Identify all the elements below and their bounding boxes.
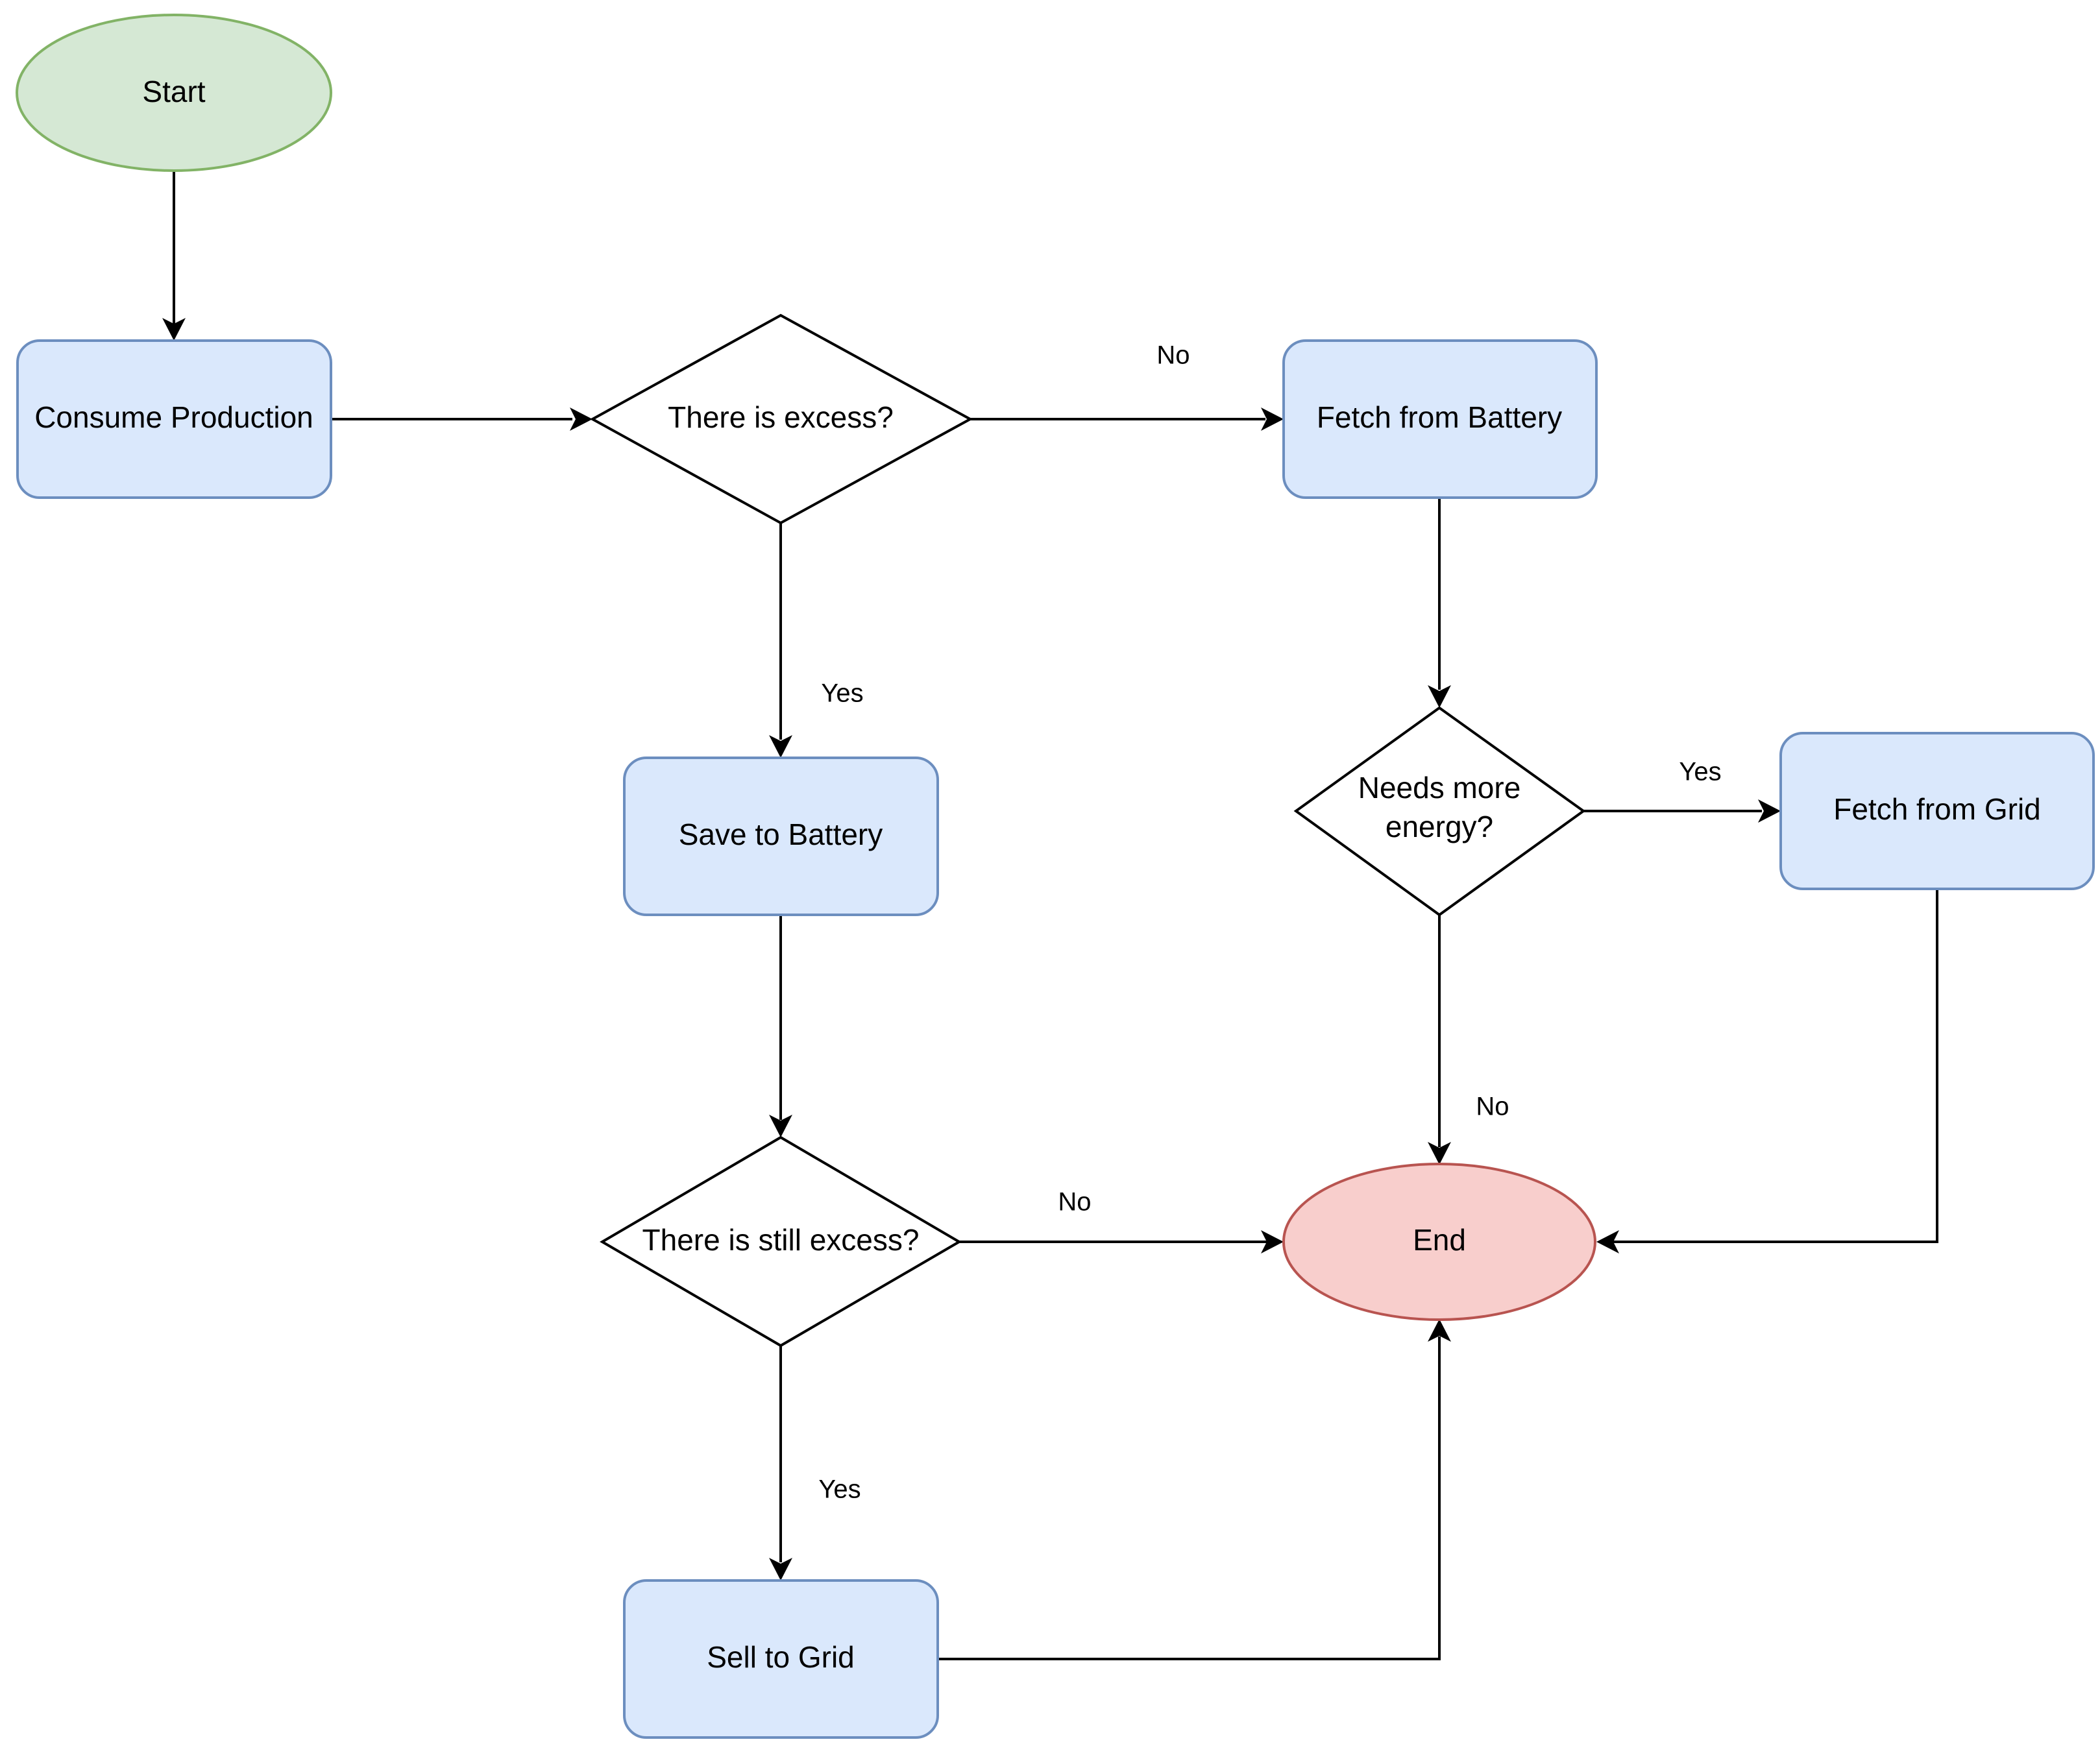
decision-needs-more-energy-label-line1: Needs more <box>1358 771 1521 805</box>
label-excess-no: No <box>1156 341 1190 370</box>
arrowhead-consume <box>162 318 186 341</box>
node-save-to-battery[interactable]: Save to Battery <box>623 757 939 916</box>
fetch-from-battery-label: Fetch from Battery <box>1317 400 1562 434</box>
label-still-yes: Yes <box>818 1475 861 1504</box>
edges <box>162 171 1938 1660</box>
label-excess-yes: Yes <box>821 679 863 708</box>
start-shape <box>16 14 332 172</box>
label-needs-yes: Yes <box>1679 758 1721 786</box>
decision-still-excess-shape <box>600 1135 962 1348</box>
end-shape <box>1282 1163 1596 1321</box>
fetch-from-battery-shape <box>1282 339 1598 499</box>
decision-needs-more-energy-shape <box>1293 706 1586 917</box>
node-start[interactable]: Start <box>16 14 332 172</box>
edge-fetch-grid-to-end <box>1613 889 1938 1243</box>
sell-to-grid-label: Sell to Grid <box>707 1640 855 1674</box>
consume-production-label: Consume Production <box>34 400 313 434</box>
arrowhead-end-top <box>1428 1142 1451 1165</box>
sell-to-grid-shape <box>623 1579 939 1739</box>
save-to-battery-shape <box>623 757 939 916</box>
arrowhead-needs <box>1428 685 1451 708</box>
edge-labels: No Yes Yes No No Yes <box>818 341 1721 1504</box>
arrowhead-still <box>769 1115 792 1137</box>
label-needs-no: No <box>1476 1093 1509 1121</box>
start-label: Start <box>142 75 205 108</box>
save-to-battery-label: Save to Battery <box>679 818 883 851</box>
node-decision-still-excess[interactable]: There is still excess? <box>600 1135 962 1348</box>
decision-excess-label: There is excess? <box>668 400 894 434</box>
node-fetch-from-grid[interactable]: Fetch from Grid <box>1779 732 2095 890</box>
node-decision-excess[interactable]: There is excess? <box>589 313 973 525</box>
arrowhead-save-battery <box>769 735 792 758</box>
arrowhead-fetch-battery <box>1261 407 1284 431</box>
node-decision-needs-more-energy[interactable]: Needs more energy? <box>1293 706 1586 917</box>
decision-needs-more-energy-label-line2: energy? <box>1386 810 1493 843</box>
decision-excess-shape <box>589 313 973 525</box>
node-fetch-from-battery[interactable]: Fetch from Battery <box>1282 339 1598 499</box>
consume-production-shape <box>16 339 332 499</box>
end-label: End <box>1413 1223 1466 1257</box>
decision-still-excess-label: There is still excess? <box>642 1223 920 1257</box>
edge-sell-grid-to-end <box>938 1337 1441 1660</box>
arrowhead-excess <box>570 407 592 431</box>
node-end[interactable]: End <box>1282 1163 1596 1321</box>
label-still-no: No <box>1058 1188 1091 1217</box>
arrowhead-end-left <box>1261 1230 1284 1254</box>
arrowhead-end-bottom <box>1428 1319 1451 1342</box>
fetch-from-grid-shape <box>1779 732 2095 890</box>
arrowhead-sell-grid <box>769 1558 792 1580</box>
arrowhead-fetch-grid <box>1758 799 1781 823</box>
node-sell-to-grid[interactable]: Sell to Grid <box>623 1579 939 1739</box>
node-consume-production[interactable]: Consume Production <box>16 339 332 499</box>
fetch-from-grid-label: Fetch from Grid <box>1833 792 2041 826</box>
arrowhead-end-right <box>1596 1230 1619 1254</box>
